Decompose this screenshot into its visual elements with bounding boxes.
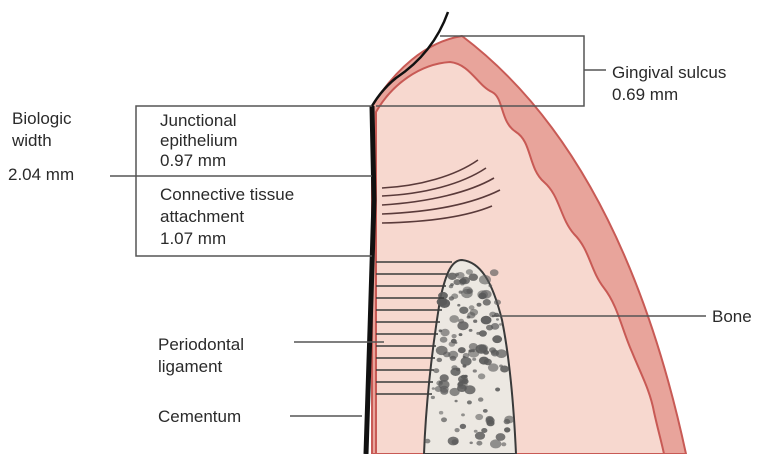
gingival-sulcus-value: 0.69 mm xyxy=(612,85,678,104)
bone-particle xyxy=(486,325,493,331)
bone-particle xyxy=(476,441,482,446)
bone-particle xyxy=(439,411,443,415)
bone-particle xyxy=(454,279,461,285)
bone-label: Bone xyxy=(712,307,752,326)
bone-particle xyxy=(496,318,499,320)
bone-particle xyxy=(459,307,468,314)
bone-particle xyxy=(479,330,487,336)
bone-particle xyxy=(467,316,471,319)
bone-particle xyxy=(449,296,454,300)
bone-particle xyxy=(475,432,485,440)
bone-particle xyxy=(441,329,450,336)
bone-particle xyxy=(455,428,460,432)
bone-particle xyxy=(437,358,443,362)
bone-particle xyxy=(474,430,478,433)
bone-particle xyxy=(461,357,472,366)
bone-particle xyxy=(459,333,463,336)
bone-particle xyxy=(478,397,483,401)
bone-particle xyxy=(470,309,478,316)
bone-particle xyxy=(457,381,468,389)
junctional-label-1: Junctional xyxy=(160,111,237,130)
bone-particle xyxy=(473,320,477,323)
bone-particle xyxy=(495,388,500,392)
bone-particle xyxy=(478,373,485,379)
bone-particle xyxy=(499,323,502,326)
bone-particle xyxy=(432,387,435,390)
bone-particle xyxy=(477,303,482,307)
bone-particle xyxy=(469,274,478,281)
pdl-label-1: Periodontal xyxy=(158,335,244,354)
bone-particle xyxy=(469,329,473,332)
bone-particle xyxy=(486,417,495,424)
bone-particle xyxy=(504,419,511,424)
gingival-sulcus-label: Gingival sulcus xyxy=(612,63,726,82)
bone-particle xyxy=(494,300,501,306)
bone-particle xyxy=(451,339,457,344)
biologic-width-value: 2.04 mm xyxy=(8,165,74,184)
bone-particle xyxy=(496,349,507,358)
bone-particle xyxy=(448,437,459,446)
bone-particle xyxy=(473,369,477,372)
bone-particle xyxy=(431,396,435,399)
bone-particle xyxy=(464,375,468,378)
bone-particle xyxy=(459,291,463,294)
bone-particle xyxy=(440,337,448,343)
bone-particle xyxy=(499,365,503,368)
pdl-label-2: ligament xyxy=(158,357,223,376)
bone-particle xyxy=(478,344,488,352)
connective-label-1: Connective tissue xyxy=(160,185,294,204)
bone-particle xyxy=(457,321,468,330)
bone-particle xyxy=(472,350,475,353)
bone-particle xyxy=(483,299,491,306)
cementum-label: Cementum xyxy=(158,407,241,426)
bone-particle xyxy=(504,427,510,432)
bone-particle xyxy=(490,269,499,276)
bone-particle xyxy=(448,351,458,359)
bone-particle xyxy=(449,315,459,323)
bone-particle xyxy=(484,359,492,366)
bone-particle xyxy=(491,349,498,355)
bone-particle xyxy=(470,442,473,445)
bone-particle xyxy=(457,304,460,307)
connective-label-2: attachment xyxy=(160,207,244,226)
bone-particle xyxy=(501,442,506,446)
bone-particle xyxy=(455,400,458,403)
bone-particle xyxy=(467,400,472,404)
bone-particle xyxy=(463,353,469,358)
bone-particle xyxy=(488,284,492,287)
bone-particle xyxy=(481,316,492,325)
junctional-value: 0.97 mm xyxy=(160,151,226,170)
biologic-width-label-1: Biologic xyxy=(12,109,72,128)
bone-particle xyxy=(455,273,459,276)
bone-particle xyxy=(460,424,466,429)
bone-particle xyxy=(438,380,449,389)
bone-particle xyxy=(492,335,502,343)
bone-particle xyxy=(452,334,457,338)
bone-particle xyxy=(461,413,465,416)
bone-particle xyxy=(450,388,460,396)
connective-value: 1.07 mm xyxy=(160,229,226,248)
bone-particle xyxy=(483,409,488,413)
bone-particle xyxy=(475,414,483,420)
bone-particle xyxy=(458,347,466,353)
bone-particle xyxy=(478,293,486,300)
bone-particle xyxy=(490,439,501,448)
bone-particle xyxy=(479,275,491,285)
bone-particle xyxy=(463,287,473,295)
bone-particle xyxy=(425,439,431,444)
bone-particle xyxy=(450,368,460,376)
bone-particle xyxy=(472,358,476,361)
biologic-width-label-2: width xyxy=(11,131,52,150)
bone-particle xyxy=(441,417,447,422)
junctional-label-2: epithelium xyxy=(160,131,238,150)
bone-particle xyxy=(433,368,439,373)
bone-particle xyxy=(450,283,454,286)
bone-particle xyxy=(481,428,487,433)
